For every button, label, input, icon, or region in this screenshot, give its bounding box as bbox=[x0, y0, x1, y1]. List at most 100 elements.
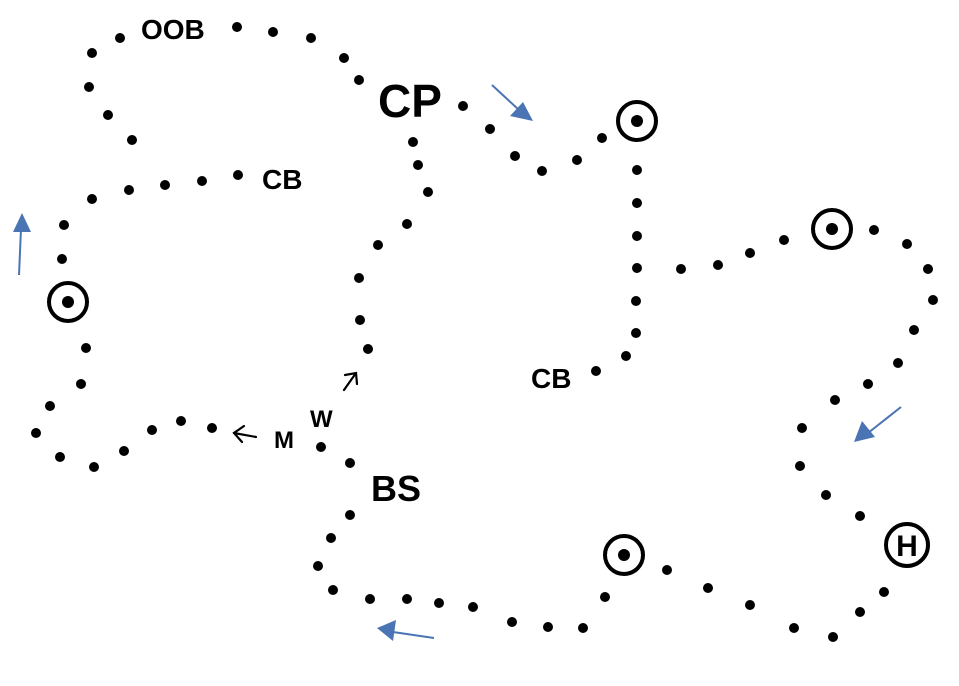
target-marker-top bbox=[616, 100, 658, 142]
path-dot bbox=[115, 33, 125, 43]
path-dot bbox=[789, 623, 799, 633]
path-dot bbox=[268, 27, 278, 37]
path-dot bbox=[893, 358, 903, 368]
path-dot bbox=[434, 598, 444, 608]
path-dot bbox=[306, 33, 316, 43]
path-dot bbox=[119, 446, 129, 456]
arrow-icon-right bbox=[854, 406, 902, 442]
path-dot bbox=[31, 428, 41, 438]
label-oob: OOB bbox=[141, 14, 205, 45]
path-dot bbox=[863, 379, 873, 389]
path-dot bbox=[779, 235, 789, 245]
path-dot bbox=[373, 240, 383, 250]
path-dot bbox=[797, 423, 807, 433]
path-dot bbox=[902, 239, 912, 249]
path-dot bbox=[458, 101, 468, 111]
path-dot bbox=[127, 135, 137, 145]
label-bs: BS bbox=[371, 468, 421, 509]
path-dot bbox=[207, 423, 217, 433]
path-dot bbox=[160, 180, 170, 190]
path-dot bbox=[328, 585, 338, 595]
path-dot bbox=[45, 401, 55, 411]
label-m: M bbox=[274, 427, 294, 454]
path-dot bbox=[537, 166, 547, 176]
path-dot bbox=[423, 187, 433, 197]
path-dot bbox=[468, 602, 478, 612]
path-dot bbox=[402, 219, 412, 229]
label-cb-left: CB bbox=[262, 164, 302, 195]
path-dot bbox=[363, 344, 373, 354]
path-dot bbox=[676, 264, 686, 274]
path-dot bbox=[855, 511, 865, 521]
path-dot bbox=[632, 231, 642, 241]
path-dot bbox=[662, 565, 672, 575]
path-dot bbox=[408, 137, 418, 147]
arrow-icon-left bbox=[13, 213, 31, 276]
path-dot bbox=[87, 48, 97, 58]
label-w: W bbox=[310, 406, 333, 433]
path-dot bbox=[197, 176, 207, 186]
path-dot bbox=[84, 82, 94, 92]
arrow-icon-top bbox=[491, 84, 533, 121]
helipad-label: H bbox=[896, 530, 918, 563]
path-dot bbox=[510, 151, 520, 161]
path-dot bbox=[233, 170, 243, 180]
path-dot bbox=[923, 264, 933, 274]
path-dot bbox=[316, 442, 326, 452]
path-dot bbox=[345, 458, 355, 468]
target-marker-right bbox=[811, 208, 853, 250]
path-dot bbox=[507, 617, 517, 627]
path-dot bbox=[745, 600, 755, 610]
path-dot bbox=[632, 263, 642, 273]
arrow-icon-bottom bbox=[377, 620, 435, 641]
path-dot bbox=[631, 328, 641, 338]
path-dot bbox=[745, 248, 755, 258]
dotted-paths bbox=[31, 22, 938, 642]
path-dot bbox=[55, 452, 65, 462]
path-dot bbox=[354, 75, 364, 85]
label-cp: CP bbox=[378, 75, 442, 127]
path-dot bbox=[855, 607, 865, 617]
target-marker-left bbox=[47, 281, 89, 323]
path-dot bbox=[795, 461, 805, 471]
path-dot bbox=[313, 561, 323, 571]
path-dot bbox=[828, 632, 838, 642]
path-dot bbox=[81, 343, 91, 353]
path-dot bbox=[339, 53, 349, 63]
path-dot bbox=[485, 124, 495, 134]
path-dot bbox=[591, 366, 601, 376]
path-dot bbox=[232, 22, 242, 32]
path-dot bbox=[89, 462, 99, 472]
path-dot bbox=[103, 110, 113, 120]
path-dot bbox=[928, 295, 938, 305]
path-dot bbox=[345, 510, 355, 520]
path-dot bbox=[632, 165, 642, 175]
path-dot bbox=[76, 379, 86, 389]
path-dot bbox=[578, 623, 588, 633]
path-dot bbox=[869, 225, 879, 235]
path-dot bbox=[713, 260, 723, 270]
path-dot bbox=[703, 583, 713, 593]
path-dot bbox=[632, 198, 642, 208]
path-dot bbox=[354, 273, 364, 283]
arrow-icon-m bbox=[232, 424, 258, 444]
path-dot bbox=[830, 395, 840, 405]
helipad-icon: H bbox=[884, 522, 930, 568]
target-marker-bottom bbox=[603, 534, 645, 576]
path-dot bbox=[572, 155, 582, 165]
path-dot bbox=[879, 587, 889, 597]
path-dot bbox=[147, 425, 157, 435]
path-dot bbox=[326, 533, 336, 543]
path-dot bbox=[909, 325, 919, 335]
path-dot bbox=[597, 133, 607, 143]
path-dot bbox=[57, 254, 67, 264]
path-dot bbox=[821, 490, 831, 500]
path-dot bbox=[365, 594, 375, 604]
path-dot bbox=[600, 592, 610, 602]
path-dot bbox=[87, 194, 97, 204]
path-dot bbox=[631, 296, 641, 306]
path-dot bbox=[402, 594, 412, 604]
path-dot bbox=[621, 351, 631, 361]
path-dot bbox=[59, 220, 69, 230]
